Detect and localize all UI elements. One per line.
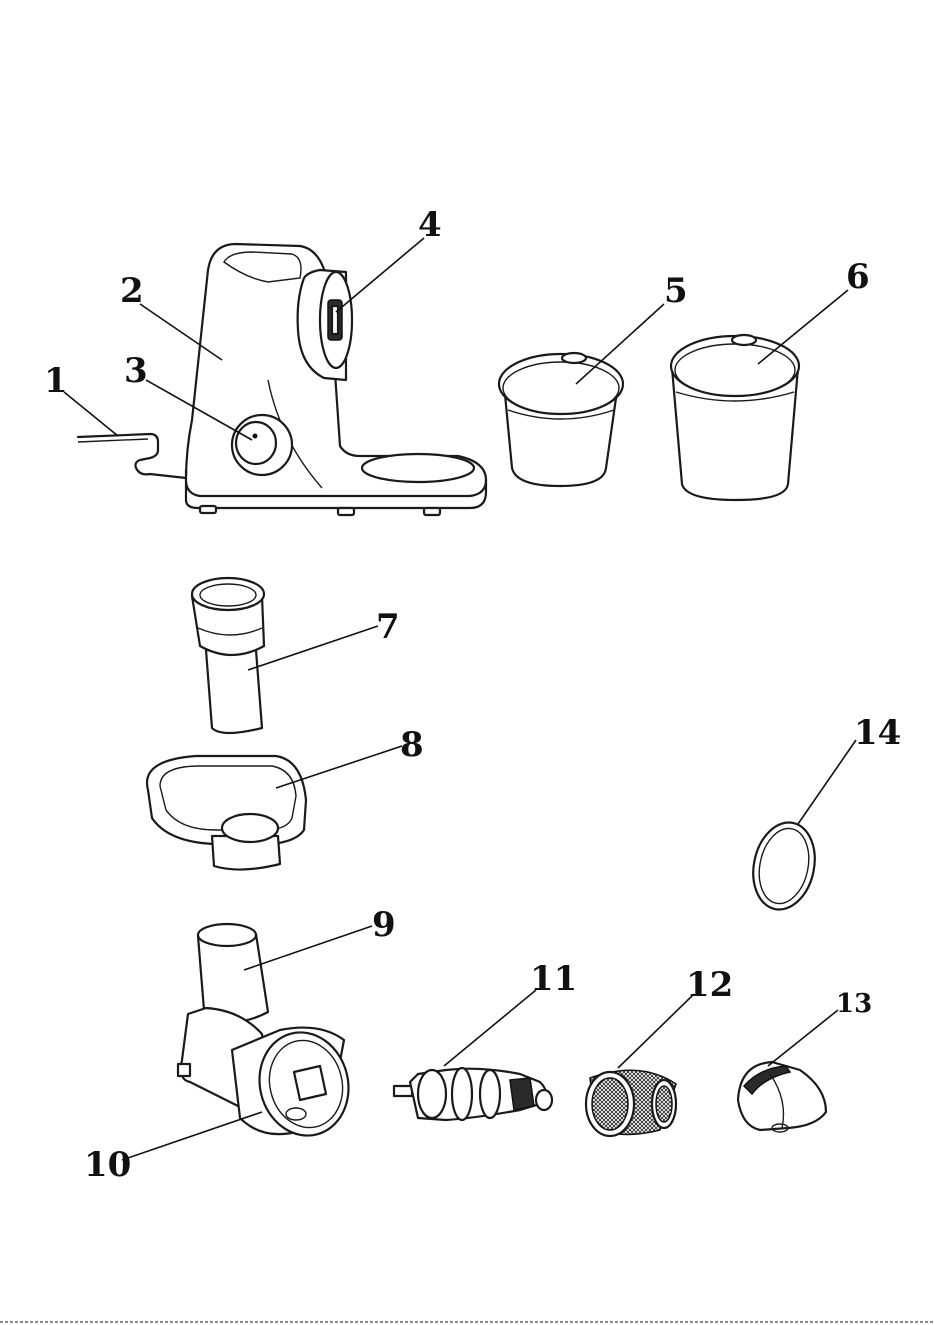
seal-ring — [746, 817, 823, 916]
callout-1: 1 — [44, 361, 68, 401]
leader-line-4 — [336, 238, 424, 312]
leader-line-11 — [444, 990, 536, 1066]
juicing-screw — [394, 1068, 552, 1120]
callout-6: 6 — [846, 257, 870, 297]
callout-3: 3 — [124, 351, 148, 391]
leader-line-14 — [798, 740, 856, 824]
callout-14: 14 — [854, 713, 901, 753]
callout-8: 8 — [400, 725, 424, 765]
pulp-cup-large — [671, 335, 799, 500]
feed-tray — [147, 756, 306, 870]
food-pusher — [192, 578, 264, 733]
power-cord — [78, 434, 186, 478]
leader-line-1 — [64, 392, 118, 436]
leader-line-12 — [618, 994, 694, 1068]
juicing-drum — [178, 1008, 359, 1145]
callout-7: 7 — [376, 607, 400, 647]
filter-screen — [586, 1070, 676, 1136]
callout-11: 11 — [530, 959, 577, 999]
feed-chute — [198, 924, 268, 1022]
callout-9: 9 — [372, 905, 396, 945]
callout-12: 12 — [686, 965, 733, 1005]
callout-10: 10 — [84, 1145, 131, 1185]
leader-line-5 — [576, 304, 664, 384]
callout-13: 13 — [836, 989, 872, 1019]
end-cap — [738, 1062, 826, 1132]
callout-5: 5 — [664, 271, 688, 311]
leader-line-7 — [248, 626, 378, 670]
speed-knob — [232, 415, 292, 475]
juice-cup-small — [499, 353, 623, 486]
callout-4: 4 — [418, 205, 442, 245]
leader-line-6 — [758, 290, 848, 364]
leader-line-9 — [244, 926, 372, 970]
leader-line-13 — [768, 1010, 838, 1066]
leader-line-10 — [122, 1112, 262, 1160]
callout-2: 2 — [120, 271, 144, 311]
